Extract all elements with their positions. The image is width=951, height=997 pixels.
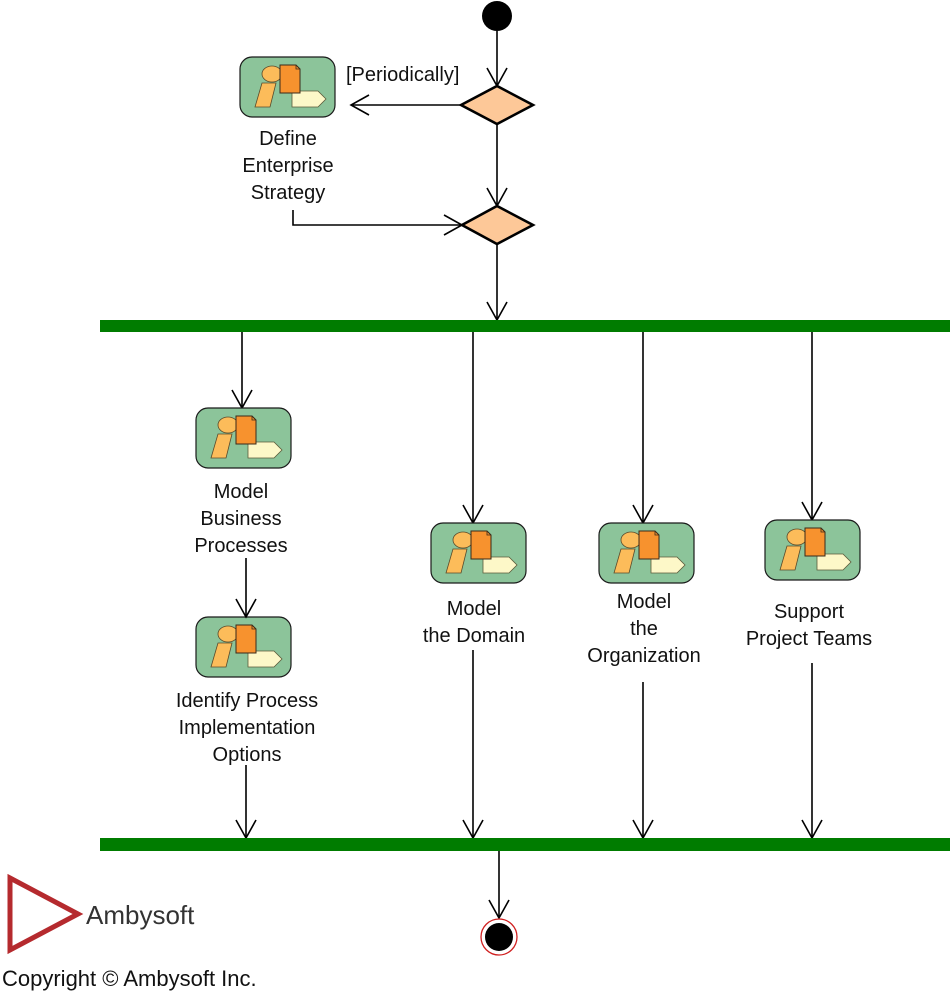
decision-node-1 [458, 84, 536, 126]
activity-icon [430, 522, 527, 584]
fork-bar [100, 320, 950, 332]
initial-node [482, 1, 512, 31]
activity-label-support-project-teams: Support Project Teams [745, 601, 873, 650]
activity-label-model-the-domain: Model the Domain [422, 598, 526, 647]
activity-label-define-enterprise-strategy: Define Enterprise Strategy [242, 128, 334, 204]
join-bar [100, 838, 950, 851]
brand-name: Ambysoft [86, 900, 195, 930]
activity-label-identify-process-implementation-options: Identify Process Implementation Options [175, 690, 319, 766]
final-node [485, 923, 513, 951]
ambysoft-logo-icon [7, 873, 84, 955]
activity-icon [195, 407, 292, 469]
activity-icon [239, 56, 336, 118]
activity-icon [195, 616, 292, 678]
activity-icon [598, 522, 695, 584]
decision-node-2 [459, 204, 536, 246]
activity-label-model-the-organization: Model the Organization [587, 591, 701, 667]
activity-label-model-business-processes: Model Business Processes [194, 481, 288, 557]
flow-strategy-to-decision2 [292, 210, 464, 236]
activity-icon [764, 519, 861, 581]
copyright-text: Copyright © Ambysoft Inc. [2, 966, 257, 991]
guard-periodically: [Periodically] [346, 64, 460, 86]
